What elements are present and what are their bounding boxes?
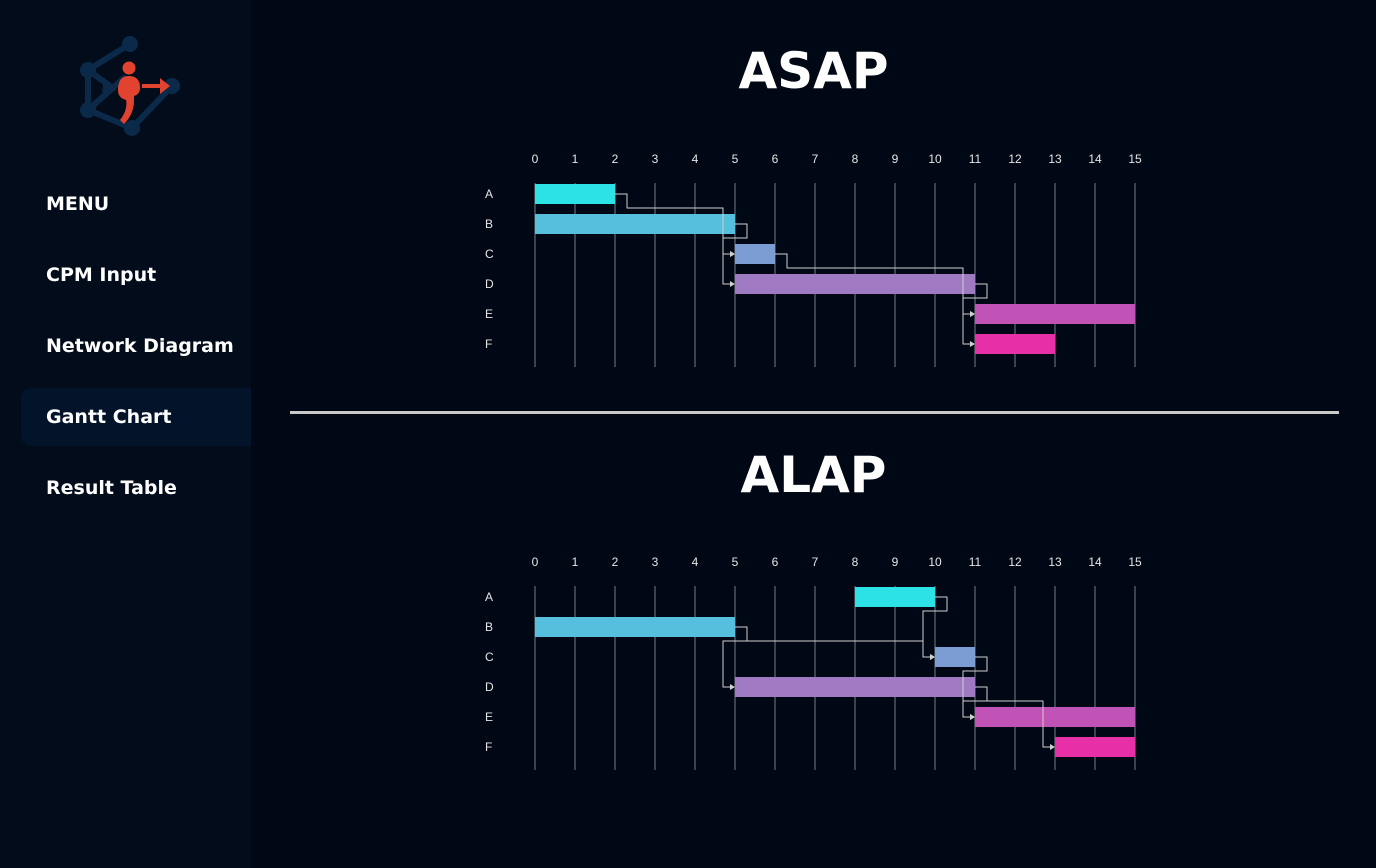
x-tick-label: 5 xyxy=(732,555,739,569)
task-label: D xyxy=(485,680,494,694)
x-tick-label: 11 xyxy=(969,152,982,166)
dependency-arrowhead xyxy=(730,251,735,257)
gantt-bar xyxy=(535,617,735,637)
x-tick-label: 15 xyxy=(1128,555,1142,569)
x-tick-label: 13 xyxy=(1048,152,1062,166)
gantt-bar xyxy=(735,274,975,294)
dependency-arrowhead xyxy=(930,654,935,660)
x-tick-label: 7 xyxy=(812,555,819,569)
x-tick-label: 4 xyxy=(692,152,699,166)
x-tick-label: 6 xyxy=(772,555,779,569)
task-label: F xyxy=(485,740,492,754)
network-person-logo-icon xyxy=(74,32,184,140)
sidebar-item-result-table[interactable]: Result Table xyxy=(21,459,251,517)
x-tick-label: 2 xyxy=(612,152,619,166)
dependency-arrowhead xyxy=(730,684,735,690)
gantt-bar xyxy=(975,334,1055,354)
gantt-bar xyxy=(1055,737,1135,757)
dependency-link xyxy=(722,223,748,285)
x-tick-label: 10 xyxy=(928,555,942,569)
sidebar-item-cpm-input[interactable]: CPM Input xyxy=(21,246,251,304)
x-tick-label: 9 xyxy=(892,152,899,166)
gantt-bar xyxy=(535,184,615,204)
x-tick-label: 12 xyxy=(1008,152,1022,166)
menu-header-item[interactable]: MENU xyxy=(21,175,251,233)
x-tick-label: 0 xyxy=(532,555,539,569)
task-label: C xyxy=(485,650,494,664)
menu-label: MENU xyxy=(46,193,110,215)
gantt-bar xyxy=(935,647,975,667)
sidebar-item-gantt-chart[interactable]: Gantt Chart xyxy=(21,388,251,446)
gantt-bar xyxy=(975,304,1135,324)
gantt-bar xyxy=(735,677,975,697)
x-tick-label: 11 xyxy=(969,555,982,569)
x-tick-label: 5 xyxy=(732,152,739,166)
x-tick-label: 7 xyxy=(812,152,819,166)
dependency-arrowhead xyxy=(970,341,975,347)
x-tick-label: 4 xyxy=(692,555,699,569)
gantt-bar xyxy=(735,244,775,264)
task-label: C xyxy=(485,247,494,261)
x-tick-label: 1 xyxy=(572,152,579,166)
x-tick-label: 2 xyxy=(612,555,619,569)
x-tick-label: 3 xyxy=(652,555,659,569)
dependency-link xyxy=(722,626,748,688)
dependency-link xyxy=(975,686,1051,748)
x-tick-label: 9 xyxy=(892,555,899,569)
dependency-arrowhead xyxy=(730,281,735,287)
task-label: A xyxy=(485,187,493,201)
sidebar-item-label: Network Diagram xyxy=(46,335,234,357)
task-label: F xyxy=(485,337,492,351)
asap-title: ASAP xyxy=(738,42,889,100)
alap-title: ALAP xyxy=(740,446,887,504)
x-tick-label: 8 xyxy=(852,555,859,569)
task-label: B xyxy=(485,217,493,231)
x-tick-label: 0 xyxy=(532,152,539,166)
dependency-link xyxy=(962,283,988,345)
x-tick-label: 3 xyxy=(652,152,659,166)
task-label: B xyxy=(485,620,493,634)
x-tick-label: 6 xyxy=(772,152,779,166)
dependency-arrowhead xyxy=(970,714,975,720)
gantt-bar xyxy=(535,214,735,234)
sidebar-item-label: CPM Input xyxy=(46,264,157,286)
task-label: A xyxy=(485,590,493,604)
section-divider xyxy=(290,411,1339,414)
sidebar-item-label: Gantt Chart xyxy=(46,406,172,428)
sidebar-item-label: Result Table xyxy=(46,477,177,499)
x-tick-label: 10 xyxy=(928,152,942,166)
x-tick-label: 13 xyxy=(1048,555,1062,569)
dependency-link xyxy=(735,626,931,658)
sidebar-item-network-diagram[interactable]: Network Diagram xyxy=(21,317,251,375)
dependency-arrowhead xyxy=(1050,744,1055,750)
x-tick-label: 15 xyxy=(1128,152,1142,166)
task-label: E xyxy=(485,307,493,321)
gantt-bar xyxy=(975,707,1135,727)
gantt-bar xyxy=(855,587,935,607)
task-label: D xyxy=(485,277,494,291)
sidebar: MENU CPM Input Network Diagram Gantt Cha… xyxy=(0,0,251,868)
x-tick-label: 12 xyxy=(1008,555,1022,569)
x-tick-label: 14 xyxy=(1088,555,1102,569)
task-label: E xyxy=(485,710,493,724)
x-tick-label: 8 xyxy=(852,152,859,166)
x-tick-label: 1 xyxy=(572,555,579,569)
x-tick-label: 14 xyxy=(1088,152,1102,166)
dependency-arrowhead xyxy=(970,311,975,317)
